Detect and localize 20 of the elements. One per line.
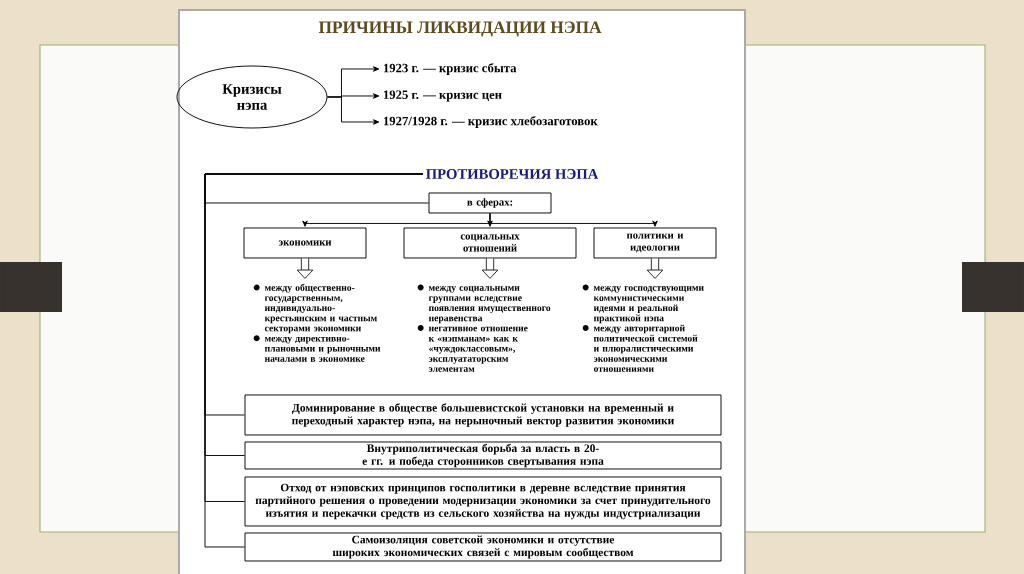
bullet-list: между господствующими коммунистическими идеями и реальной практикой нэпа между авторитарной политической системой и плюралистическими экономическими отношениями bbox=[582, 284, 704, 372]
reason-box: Доминирование в обществе большевистской установки на временный и переходный характер нэпа, на нерыночный вектор развития экономики bbox=[244, 394, 722, 436]
reason-box: Внутриполитическая борьба за власть в 20-е гг. и победа сторонников свертывания нэпа bbox=[244, 441, 722, 470]
arrow bbox=[489, 213, 658, 227]
crisis-label: 1927/1928 г. — кризис хлебозаготовок bbox=[383, 116, 598, 128]
node-label: негативное отношение к «нэпманам» как к «чуждоклассовым», эксплуататорским элементам bbox=[428, 326, 528, 372]
hollow-arrow bbox=[296, 258, 314, 279]
reason-box: Самоизоляция советской экономики и отсутствие широких экономических связей с мировым сообществом bbox=[244, 532, 722, 562]
crisis-label: 1925 г. — кризис цен bbox=[383, 90, 502, 102]
hollow-arrow bbox=[646, 258, 664, 279]
node-label: между директивно-плановыми и рыночными началами в экономике bbox=[264, 336, 381, 362]
title: ПРИЧИНЫ ЛИКВИДАЦИИ НЭПА bbox=[318, 21, 602, 37]
reason-box: Отход от нэповских принципов госполитики в деревне вследствие принятия партийного решения о проведении модернизации экономики за счет принудительного изъятия и перекачки средств из сельского хозяйства на нужды индустриализации bbox=[244, 476, 722, 527]
bullet-list: между социальными группами вследствие появления имущественного неравенства негативное отношение к «нэпманам» как к «чуждоклассовым», эксплуататорским элементам bbox=[417, 284, 551, 372]
bullet-list: между общественно-государственным, индивидуально-крестьянским и частным секторами экономики между директивно-плановыми и рыночными началами в экономике bbox=[253, 283, 381, 362]
section-heading: ПРОТИВОРЕЧИЯ НЭПА bbox=[426, 169, 599, 179]
arrow bbox=[327, 96, 380, 125]
hollow-arrow bbox=[481, 258, 499, 279]
crisis-label: 1923 г. — кризис сбыта bbox=[383, 63, 517, 75]
node-label: между авторитарной политической системой и плюралистическими экономическими отношениями bbox=[593, 324, 698, 372]
